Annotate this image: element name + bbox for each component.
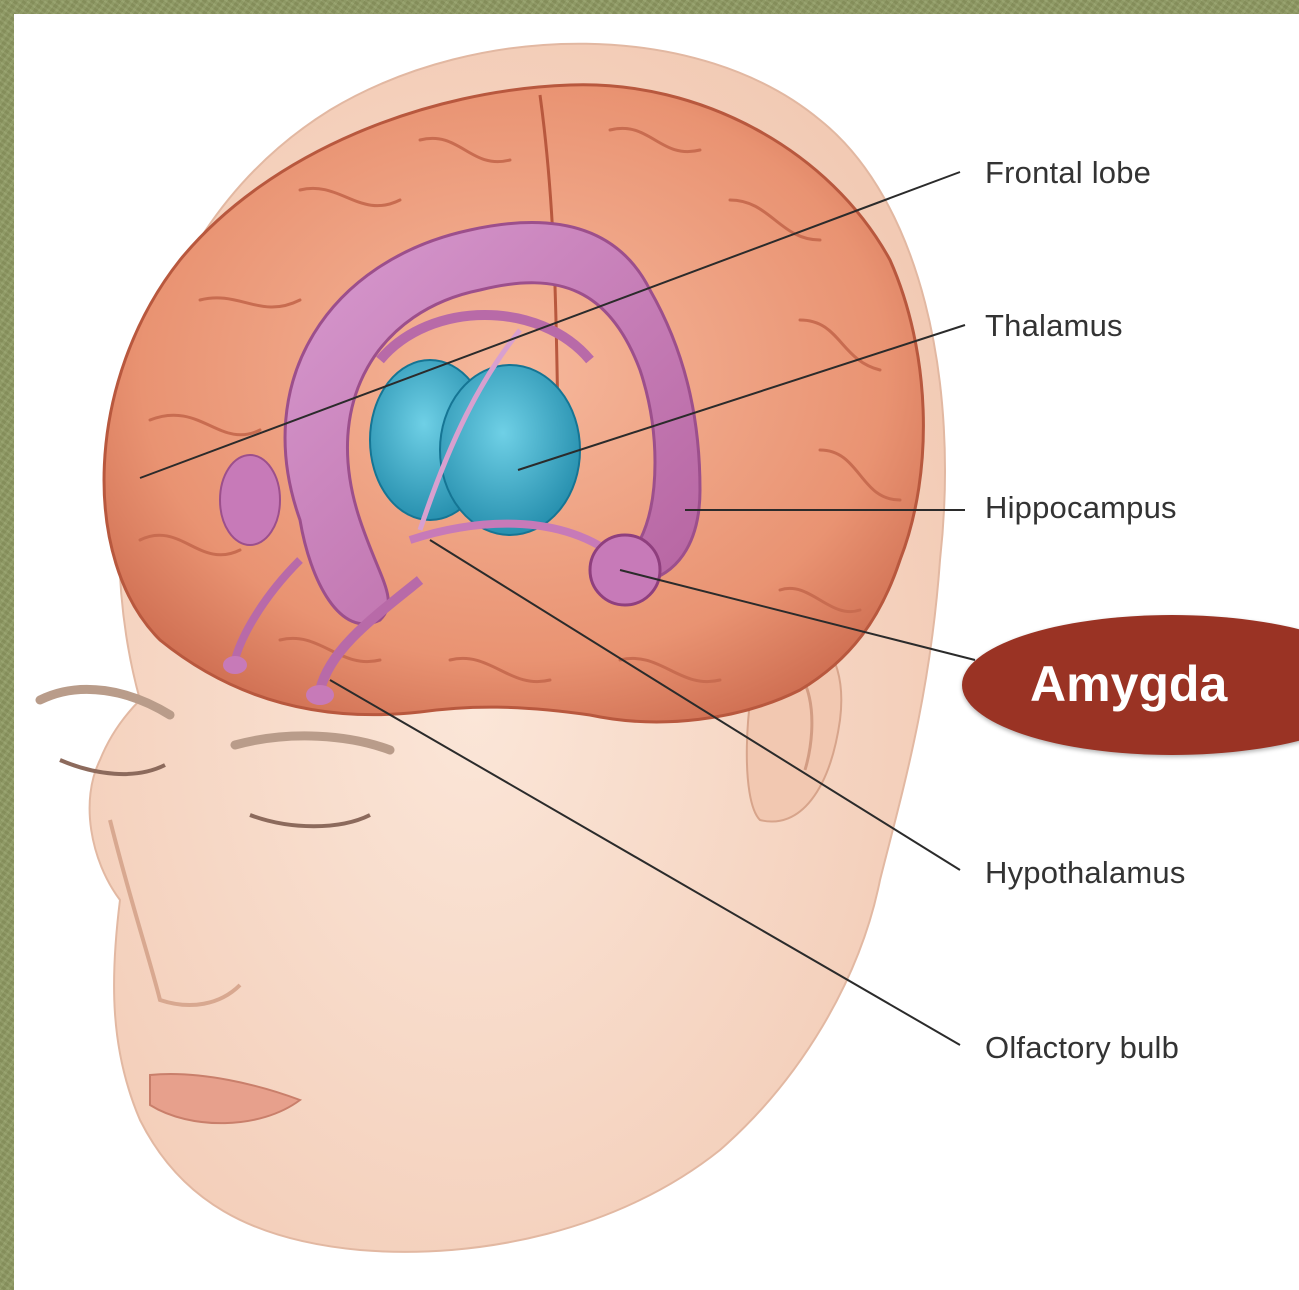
label-olfactory-bulb: Olfactory bulb bbox=[985, 1030, 1179, 1066]
label-hippocampus: Hippocampus bbox=[985, 490, 1177, 526]
label-amygdala: Amygda bbox=[1030, 655, 1227, 713]
olfactory-bulb-shape bbox=[306, 685, 334, 705]
label-thalamus: Thalamus bbox=[985, 308, 1123, 344]
amygdala-shape bbox=[590, 535, 660, 605]
label-frontal-lobe: Frontal lobe bbox=[985, 155, 1151, 191]
thalamus-shape-right bbox=[440, 365, 580, 535]
label-hypothalamus: Hypothalamus bbox=[985, 855, 1186, 891]
